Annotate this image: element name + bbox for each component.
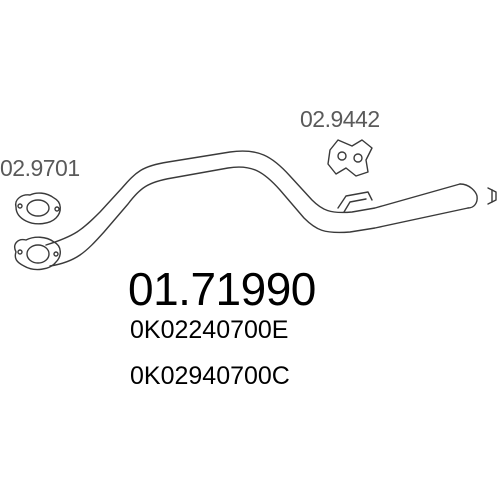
oem-number-2: 0K02940700C: [130, 362, 290, 390]
hanger-label: 02.9442: [300, 106, 380, 132]
pipe-flange: [14, 236, 61, 271]
rubber-hanger-part: [327, 139, 373, 177]
exhaust-pipe: [45, 150, 478, 267]
gasket-label: 02.9701: [0, 155, 80, 181]
part-number: 01.71990: [128, 263, 316, 315]
outlet-connector: [487, 187, 497, 205]
gasket-part: [15, 192, 61, 225]
oem-number-1: 0K02240700E: [130, 316, 289, 344]
